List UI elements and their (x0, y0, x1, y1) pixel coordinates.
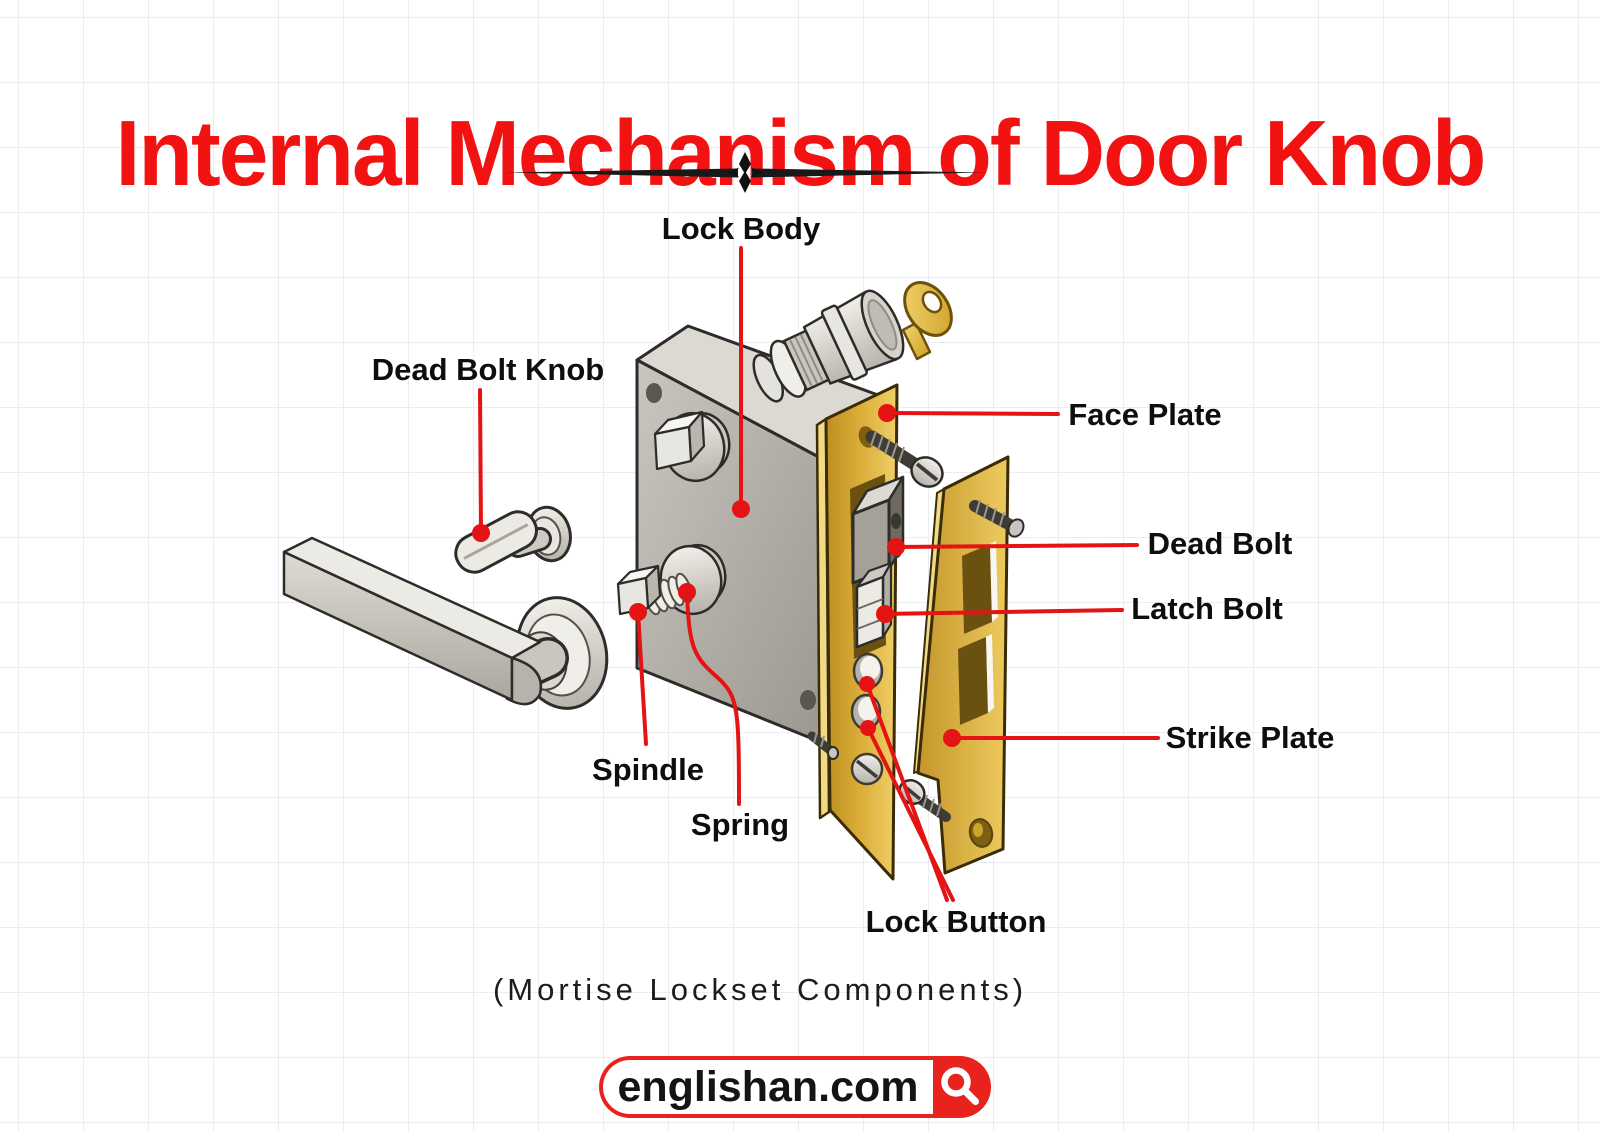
label-strike-plate: Strike Plate (1165, 720, 1335, 755)
leader-lines (472, 246, 1160, 902)
search-icon (941, 1067, 979, 1105)
brand-badge-inner: englishan.com (603, 1060, 933, 1114)
subtitle: (Mortise Lockset Components) (492, 972, 1028, 1007)
brand-site-text: englishan.com (617, 1062, 919, 1111)
label-lock-button: Lock Button (865, 904, 1047, 939)
label-lock-body: Lock Body (661, 211, 821, 246)
page-title: Internal Mechanism of Door Knob (115, 101, 1486, 206)
door-handle-drawing (282, 536, 609, 710)
label-face-plate: Face Plate (1068, 397, 1222, 432)
divider-ornament (505, 152, 985, 193)
brand-badge[interactable]: englishan.com (599, 1056, 991, 1118)
label-spindle: Spindle (592, 752, 704, 787)
key-drawing (901, 281, 953, 361)
label-spring: Spring (690, 807, 790, 842)
dead-bolt-knob-drawing (454, 505, 572, 574)
label-dead-bolt: Dead Bolt (1147, 526, 1293, 561)
lock-cylinder-drawing (752, 289, 905, 403)
label-dead-bolt-knob: Dead Bolt Knob (371, 352, 605, 387)
label-latch-bolt: Latch Bolt (1131, 591, 1283, 626)
